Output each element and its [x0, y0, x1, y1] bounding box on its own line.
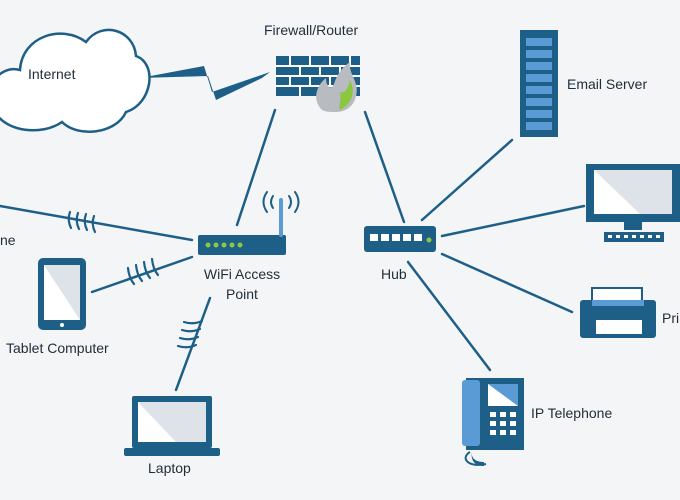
- ip-telephone-icon: [462, 378, 524, 466]
- laptop-icon: [124, 396, 220, 456]
- wireless-link-phone: [0, 204, 194, 242]
- laptop-label: Laptop: [148, 460, 191, 476]
- wifi-ap-label-line1: WiFi Access: [203, 266, 281, 282]
- link-hub-desktop: [440, 204, 586, 238]
- cloud-icon: [0, 28, 151, 133]
- server-icon: [520, 30, 558, 137]
- link-hub-ip-telephone: [406, 260, 492, 372]
- printer-icon: [580, 287, 656, 338]
- ip-telephone-label: IP Telephone: [531, 405, 613, 421]
- hub-icon: [364, 226, 436, 252]
- internet-label: Internet: [28, 66, 76, 82]
- hub-label: Hub: [381, 266, 407, 282]
- lightning-link-icon: [140, 66, 270, 100]
- wireless-link-laptop: [174, 296, 212, 392]
- signal-arcs-laptop: [176, 319, 204, 349]
- tablet-label: Tablet Computer: [6, 340, 109, 356]
- firewall-label: Firewall/Router: [264, 22, 359, 38]
- firewall-icon: [276, 56, 360, 112]
- link-firewall-wifi: [235, 108, 277, 227]
- signal-arcs-tablet: [126, 257, 160, 286]
- monitor-icon: [586, 164, 680, 242]
- connections: [0, 108, 586, 392]
- tablet-icon: [38, 258, 86, 330]
- email-server-label: Email Server: [567, 76, 648, 92]
- link-firewall-hub: [363, 110, 406, 224]
- link-hub-printer: [440, 252, 574, 314]
- link-hub-email-server: [420, 138, 514, 222]
- wireless-link-tablet: [90, 255, 194, 294]
- phone-label: ne: [0, 232, 16, 248]
- signal-arcs-phone: [67, 210, 97, 234]
- wifi-ap-label-line2: Point: [226, 286, 258, 302]
- wifi-router-icon: [198, 191, 300, 255]
- wireless-signal-icons: [67, 210, 204, 349]
- printer-label: Pri: [662, 310, 680, 326]
